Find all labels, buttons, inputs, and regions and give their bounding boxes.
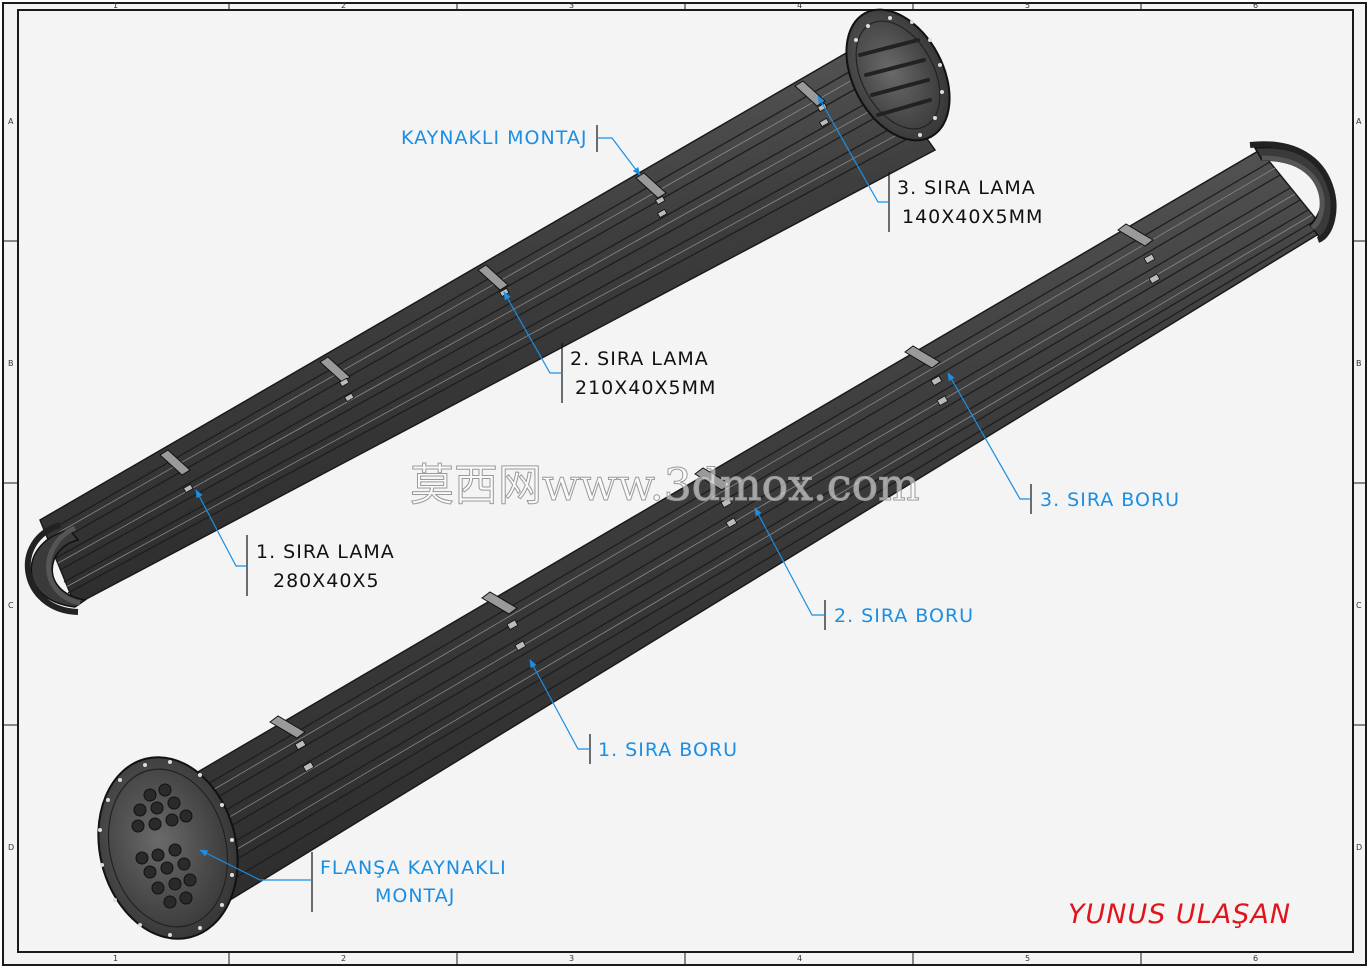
callout-lama2-size: 210X40X5MM bbox=[575, 377, 716, 399]
callout-leaders bbox=[195, 95, 1032, 912]
lower-strap-5 bbox=[1117, 223, 1154, 247]
callout-boru3: 3. SIRA BORU bbox=[1040, 489, 1180, 511]
grid-row-d-right: D bbox=[1356, 843, 1362, 852]
grid-col-4-bottom: 4 bbox=[797, 954, 802, 963]
grid-col-1-top: 1 bbox=[113, 1, 118, 10]
lower-strap-1 bbox=[269, 715, 306, 739]
callout-lama1-title: 1. SIRA LAMA bbox=[256, 541, 395, 563]
upper-flange bbox=[845, 8, 951, 142]
lower-strap-3 bbox=[694, 467, 731, 491]
flange-tube-holes bbox=[131, 783, 197, 909]
upper-tube-bundle bbox=[24, 8, 951, 615]
grid-col-4-top: 4 bbox=[797, 1, 802, 10]
grid-ticks bbox=[3, 3, 1366, 965]
author-signature: YUNUS ULAŞAN bbox=[1068, 899, 1291, 930]
grid-col-2-top: 2 bbox=[341, 1, 346, 10]
grid-row-d-left: D bbox=[8, 843, 14, 852]
callout-lama2-title: 2. SIRA LAMA bbox=[570, 348, 709, 370]
grid-labels: 1 2 3 4 5 6 1 2 3 4 5 6 A B C D A B C D bbox=[8, 1, 1362, 963]
upper-strap-3 bbox=[477, 264, 509, 291]
callout-boru1: 1. SIRA BORU bbox=[598, 739, 738, 761]
grid-col-2-bottom: 2 bbox=[341, 954, 346, 963]
callout-boru2: 2. SIRA BORU bbox=[834, 605, 974, 627]
grid-row-b-left: B bbox=[8, 359, 14, 368]
lower-strap-4 bbox=[904, 345, 941, 369]
callout-lama1-size: 280X40X5 bbox=[273, 570, 380, 592]
grid-col-6-top: 6 bbox=[1253, 1, 1258, 10]
callout-lama3-title: 3. SIRA LAMA bbox=[897, 177, 1036, 199]
upper-strap-1 bbox=[159, 449, 191, 476]
grid-row-a-left: A bbox=[8, 117, 14, 126]
grid-col-6-bottom: 6 bbox=[1253, 954, 1258, 963]
upper-strap-4 bbox=[635, 172, 667, 199]
upper-strap-5 bbox=[794, 80, 826, 107]
lower-tube-bundle bbox=[97, 141, 1337, 940]
grid-row-c-left: C bbox=[8, 601, 14, 610]
grid-col-5-top: 5 bbox=[1025, 1, 1030, 10]
upper-u-bend bbox=[30, 529, 87, 608]
callout-labels: KAYNAKLI MONTAJ 3. SIRA LAMA 140X40X5MM … bbox=[256, 127, 1180, 907]
upper-strap-2 bbox=[319, 356, 351, 383]
grid-col-3-bottom: 3 bbox=[569, 954, 574, 963]
callout-lama3-size: 140X40X5MM bbox=[902, 206, 1043, 228]
lower-strap-2 bbox=[481, 591, 518, 615]
grid-col-1-bottom: 1 bbox=[113, 954, 118, 963]
grid-row-c-right: C bbox=[1356, 601, 1362, 610]
callout-flange-line1: FLANŞA KAYNAKLI bbox=[320, 857, 507, 879]
upper-bundle-body bbox=[39, 44, 937, 607]
grid-row-a-right: A bbox=[1356, 117, 1362, 126]
callout-weld-mount: KAYNAKLI MONTAJ bbox=[401, 127, 587, 149]
grid-col-3-top: 3 bbox=[569, 1, 574, 10]
grid-row-b-right: B bbox=[1356, 359, 1362, 368]
grid-col-5-bottom: 5 bbox=[1025, 954, 1030, 963]
callout-flange-line2: MONTAJ bbox=[375, 885, 455, 907]
watermark: 莫西网www.3dmox.com bbox=[410, 460, 920, 511]
